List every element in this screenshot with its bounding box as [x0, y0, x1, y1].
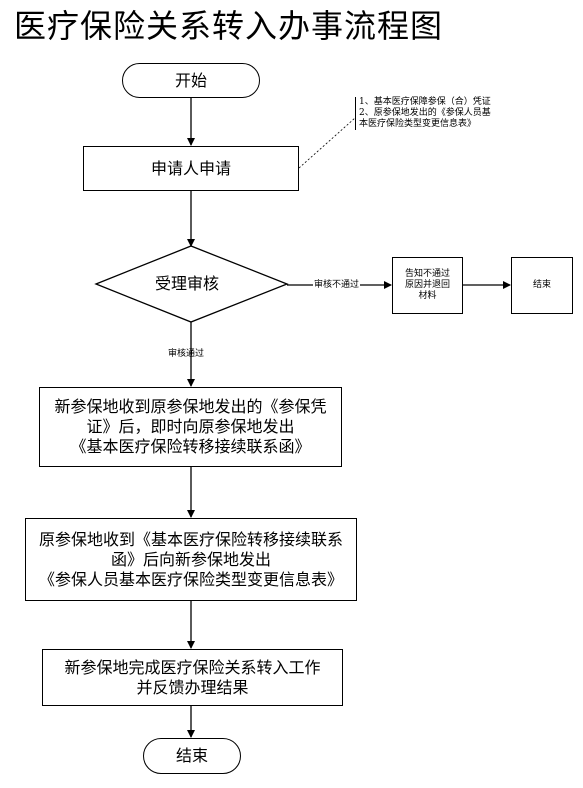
step2-node: 原参保地收到《基本医疗保险转移接续联系 函》后向新参保地发出 《参保人员基本医疗… — [25, 518, 357, 601]
start-label: 开始 — [174, 70, 207, 90]
end-reject-label: 结束 — [532, 280, 551, 290]
apply-node: 申请人申请 — [83, 146, 299, 191]
apply-label: 申请人申请 — [150, 158, 231, 178]
note-connector — [298, 117, 356, 169]
notify-line-3: 材料 — [418, 291, 437, 301]
note-line-2: 2、原参保地发出的《参保人员基 — [359, 108, 491, 118]
edge-label-rejected: 审核不通过 — [313, 280, 361, 291]
page-title: 医疗保险关系转入办事流程图 — [14, 7, 444, 45]
step1-node: 新参保地收到原参保地发出的《参保凭 证》后，即时向原参保地发出 《基本医疗保险转… — [39, 387, 342, 467]
review-diamond-shape — [94, 245, 289, 323]
note-line-1: 1、基本医疗保障参保（合）凭证 — [359, 97, 491, 107]
step2-line-3: 《参保人员基本医疗保险类型变更信息表》 — [38, 569, 343, 589]
review-label: 受理审核 — [155, 274, 220, 293]
documents-note: 1、基本医疗保障参保（合）凭证 2、原参保地发出的《参保人员基 本医疗保险类型变… — [355, 97, 559, 130]
notify-line-1: 告知不通过 — [404, 269, 450, 279]
step3-node: 新参保地完成医疗保险关系转入工作 并反馈办理结果 — [42, 649, 343, 706]
step3-line-2: 并反馈办理结果 — [136, 677, 249, 697]
notify-line-2: 原因并退回 — [404, 280, 450, 290]
step1-line-2: 证》后，即时向原参保地发出 — [86, 417, 295, 436]
edge-label-approved: 审核通过 — [168, 349, 205, 359]
step1-line-3: 《基本医疗保险转移接续联系函》 — [70, 437, 311, 456]
step2-line-1: 原参保地收到《基本医疗保险转移接续联系 — [38, 529, 343, 549]
note-line-3: 本医疗保险类型变更信息表》 — [359, 119, 477, 129]
step2-line-2: 函》后向新参保地发出 — [110, 549, 271, 569]
step1-line-1: 新参保地收到原参保地发出的《参保凭 — [54, 397, 327, 416]
end-label: 结束 — [175, 746, 208, 765]
end-reject-node: 结束 — [511, 257, 573, 314]
end-node: 结束 — [143, 738, 241, 774]
step3-line-1: 新参保地完成医疗保险关系转入工作 — [64, 657, 321, 677]
start-node: 开始 — [122, 63, 260, 98]
notify-node: 告知不通过 原因并退回 材料 — [392, 257, 463, 314]
